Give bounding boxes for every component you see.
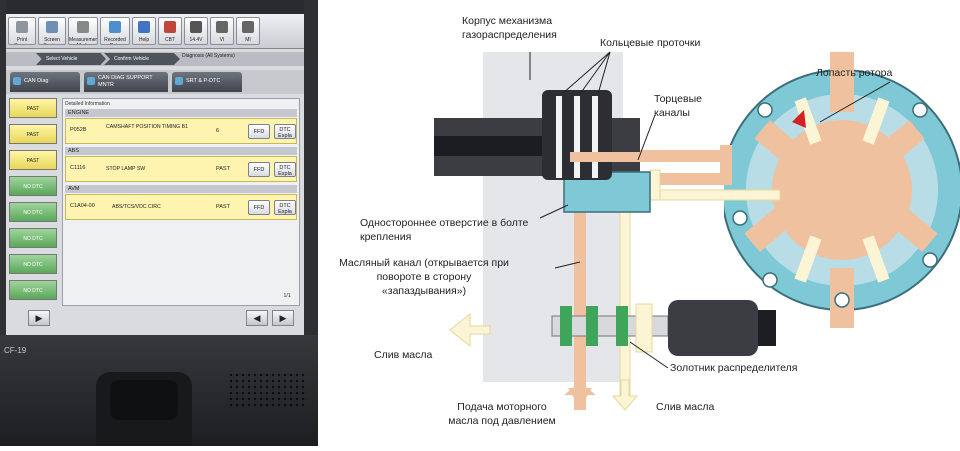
dtc-code: P052B: [70, 127, 87, 133]
diagram-canvas: [434, 51, 960, 411]
detailed-information-panel: Detailed Information ENGINE P052B CAMSHA…: [62, 98, 300, 306]
model-label: CF-19: [4, 346, 27, 355]
print-screen-button[interactable]: Print Screen: [8, 17, 36, 45]
spool-valve: [551, 300, 776, 356]
system-status[interactable]: NO DTC: [9, 254, 57, 274]
system-status[interactable]: NO DTC: [9, 228, 57, 248]
system-status[interactable]: NO DTC: [9, 280, 57, 300]
label-oil-supply: Подача моторного масла под давлением: [448, 401, 556, 427]
tab-srt-pdtc[interactable]: SRT & P-DTC: [172, 72, 242, 92]
system-status[interactable]: PAST: [9, 124, 57, 144]
drain-left-arrow-icon: [449, 312, 491, 348]
printer-icon: [16, 21, 28, 33]
dtc-code: C1116: [70, 165, 86, 171]
vi-indicator: VI: [210, 17, 234, 45]
label-drain-right: Слив масла: [656, 401, 715, 413]
ffd-button[interactable]: FFD: [248, 200, 270, 215]
speaker-grille: [228, 372, 306, 408]
can-icon: [87, 77, 95, 85]
laptop-photo: Print Screen Screen Capture Measurement …: [0, 0, 318, 446]
ffd-button[interactable]: FFD: [248, 124, 270, 139]
srt-icon: [175, 77, 183, 85]
page-prev-button[interactable]: ◀: [246, 310, 268, 326]
dtc-status: PAST: [216, 166, 230, 172]
dtc-explanation-button[interactable]: DTC Expla: [274, 162, 296, 177]
drain-right-arrow-icon: [611, 379, 639, 411]
dtc-status: PAST: [216, 204, 230, 210]
breadcrumb-diagnosis: Diagnosis (All Systems): [182, 53, 235, 59]
dtc-row[interactable]: C1A04-00 ABS/TCS/VDC CIRC PAST FFD DTC E…: [65, 194, 297, 220]
label-rotor-vane: Лопасть ротора: [816, 67, 893, 79]
ffd-button[interactable]: FFD: [248, 162, 270, 177]
system-status[interactable]: NO DTC: [9, 202, 57, 222]
dtc-explanation-button[interactable]: DTC Expla: [274, 124, 296, 139]
system-status[interactable]: PAST: [9, 150, 57, 170]
label-oil-channel: Масляный канал (открывается при повороте…: [339, 257, 509, 297]
ring-grooves: [556, 96, 598, 178]
dtc-explanation-button[interactable]: DTC Expla: [274, 200, 296, 215]
section-avm: AVM: [65, 185, 297, 193]
leader-lines: [529, 51, 891, 369]
tab-bar: CAN Diag CAN DIAG SUPPORT MNTR SRT & P-D…: [6, 70, 304, 94]
dtc-description: STOP LAMP SW: [106, 166, 146, 172]
measurement-mode-button[interactable]: Measurement Mode: [68, 17, 98, 45]
screen-bezel-top: [0, 0, 318, 14]
cbt-icon: [164, 21, 176, 33]
record-icon: [109, 21, 121, 33]
dtc-description: ABS/TCS/VDC CIRC: [112, 204, 161, 210]
toolbar: Print Screen Screen Capture Measurement …: [6, 14, 304, 49]
help-icon: [138, 21, 150, 33]
cbt-button[interactable]: CBT: [158, 17, 182, 45]
mi-icon: [242, 21, 254, 33]
laptop-screen: Print Screen Screen Capture Measurement …: [6, 14, 304, 335]
label-housing: Корпус механизма газораспределения: [462, 15, 557, 41]
section-engine: ENGINE: [65, 109, 297, 117]
label-face-channels: Торцевые каналы: [654, 93, 702, 119]
label-oneway-hole: Одностороннее отверстие в болте креплени…: [360, 217, 529, 243]
screen-bezel-left: [0, 0, 6, 335]
recorded-data-button[interactable]: Recorded Data: [100, 17, 130, 45]
screen-capture-button[interactable]: Screen Capture: [38, 17, 66, 45]
vi-icon: [216, 21, 228, 33]
next-arrow-button[interactable]: ▶: [28, 310, 50, 326]
page-next-button[interactable]: ▶: [272, 310, 294, 326]
label-spool-valve: Золотник распределителя: [670, 362, 798, 374]
dtc-description: CAMSHAFT POSITION TIMING B1: [106, 124, 188, 130]
can-icon: [13, 77, 21, 85]
rotor-arrow-icon: [792, 110, 806, 128]
label-ring-grooves: Кольцевые проточки: [600, 37, 701, 49]
dtc-status: 6: [216, 128, 220, 134]
system-status[interactable]: NO DTC: [9, 176, 57, 196]
breadcrumb-select-vehicle[interactable]: Select Vehicle: [36, 53, 106, 65]
breadcrumb-confirm-vehicle[interactable]: Confirm Vehicle: [104, 53, 180, 65]
mi-indicator: MI: [236, 17, 260, 45]
help-button[interactable]: Help: [132, 17, 156, 45]
panel-header: Detailed Information: [65, 101, 110, 107]
camshaft-bolt: [434, 90, 651, 213]
handle-grip: [110, 380, 178, 420]
dtc-code: C1A04-00: [70, 203, 95, 209]
pagination: 1/1: [283, 293, 291, 299]
tab-can-diag-support[interactable]: CAN DIAG SUPPORT MNTR: [84, 72, 168, 92]
battery-icon: [190, 21, 202, 33]
system-status[interactable]: PAST: [9, 98, 57, 118]
tab-can-diag[interactable]: CAN Diag: [10, 72, 80, 92]
screen-bezel-right: [304, 0, 318, 335]
section-abs: ABS: [65, 147, 297, 155]
battery-indicator: 14.4V: [184, 17, 208, 45]
oil-supply-arrow-icon: [564, 382, 596, 410]
dtc-row[interactable]: C1116 STOP LAMP SW PAST FFD DTC Expla: [65, 156, 297, 182]
vvt-diagram: Корпус механизма газораспределения Кольц…: [330, 0, 960, 446]
breadcrumb: Select Vehicle Confirm Vehicle Diagnosis…: [6, 52, 304, 66]
camera-icon: [46, 21, 58, 33]
label-drain-left: Слив масла: [374, 349, 433, 361]
meter-icon: [77, 21, 89, 33]
dtc-row[interactable]: P052B CAMSHAFT POSITION TIMING B1 6 FFD …: [65, 118, 297, 144]
